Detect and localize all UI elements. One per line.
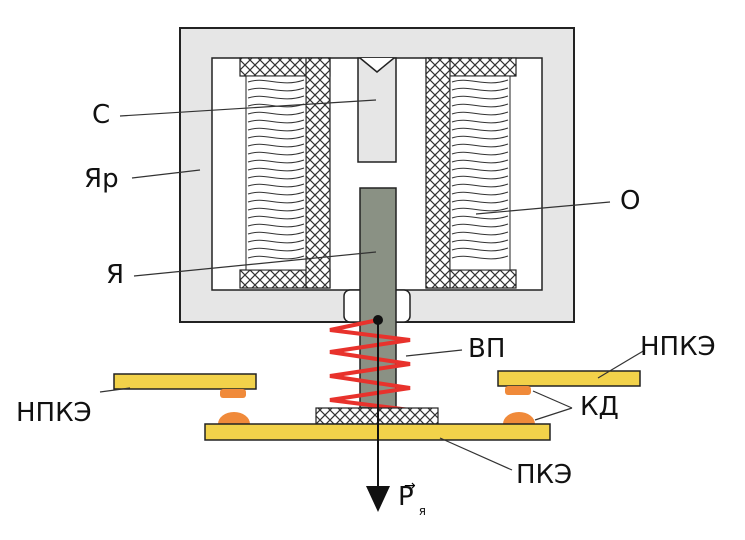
coil-right [425,57,517,289]
label-core: С [92,100,111,130]
label-return-spring: ВП [468,334,506,364]
label-coil: О [620,186,641,216]
label-force-subscript: я [418,504,426,518]
force-arrow [366,315,390,512]
contact-tips [218,386,535,424]
label-contacts: КД [580,392,619,422]
return-spring [329,318,411,416]
label-yoke: Яр [84,164,119,194]
leader-lines [99,99,646,471]
label-force: → P я [398,478,426,518]
label-moving-contact: ПКЭ [516,460,573,490]
label-armature: Я [106,260,125,290]
label-fixed-contact-right: НПКЭ [640,332,716,362]
fixed-contact-plate-right [497,370,641,387]
fixed-contact-plate-left [113,373,257,390]
core [357,57,397,163]
coil-left [239,57,331,289]
label-fixed-contact-left: НПКЭ [16,398,92,428]
label-force-symbol: P [398,482,414,512]
